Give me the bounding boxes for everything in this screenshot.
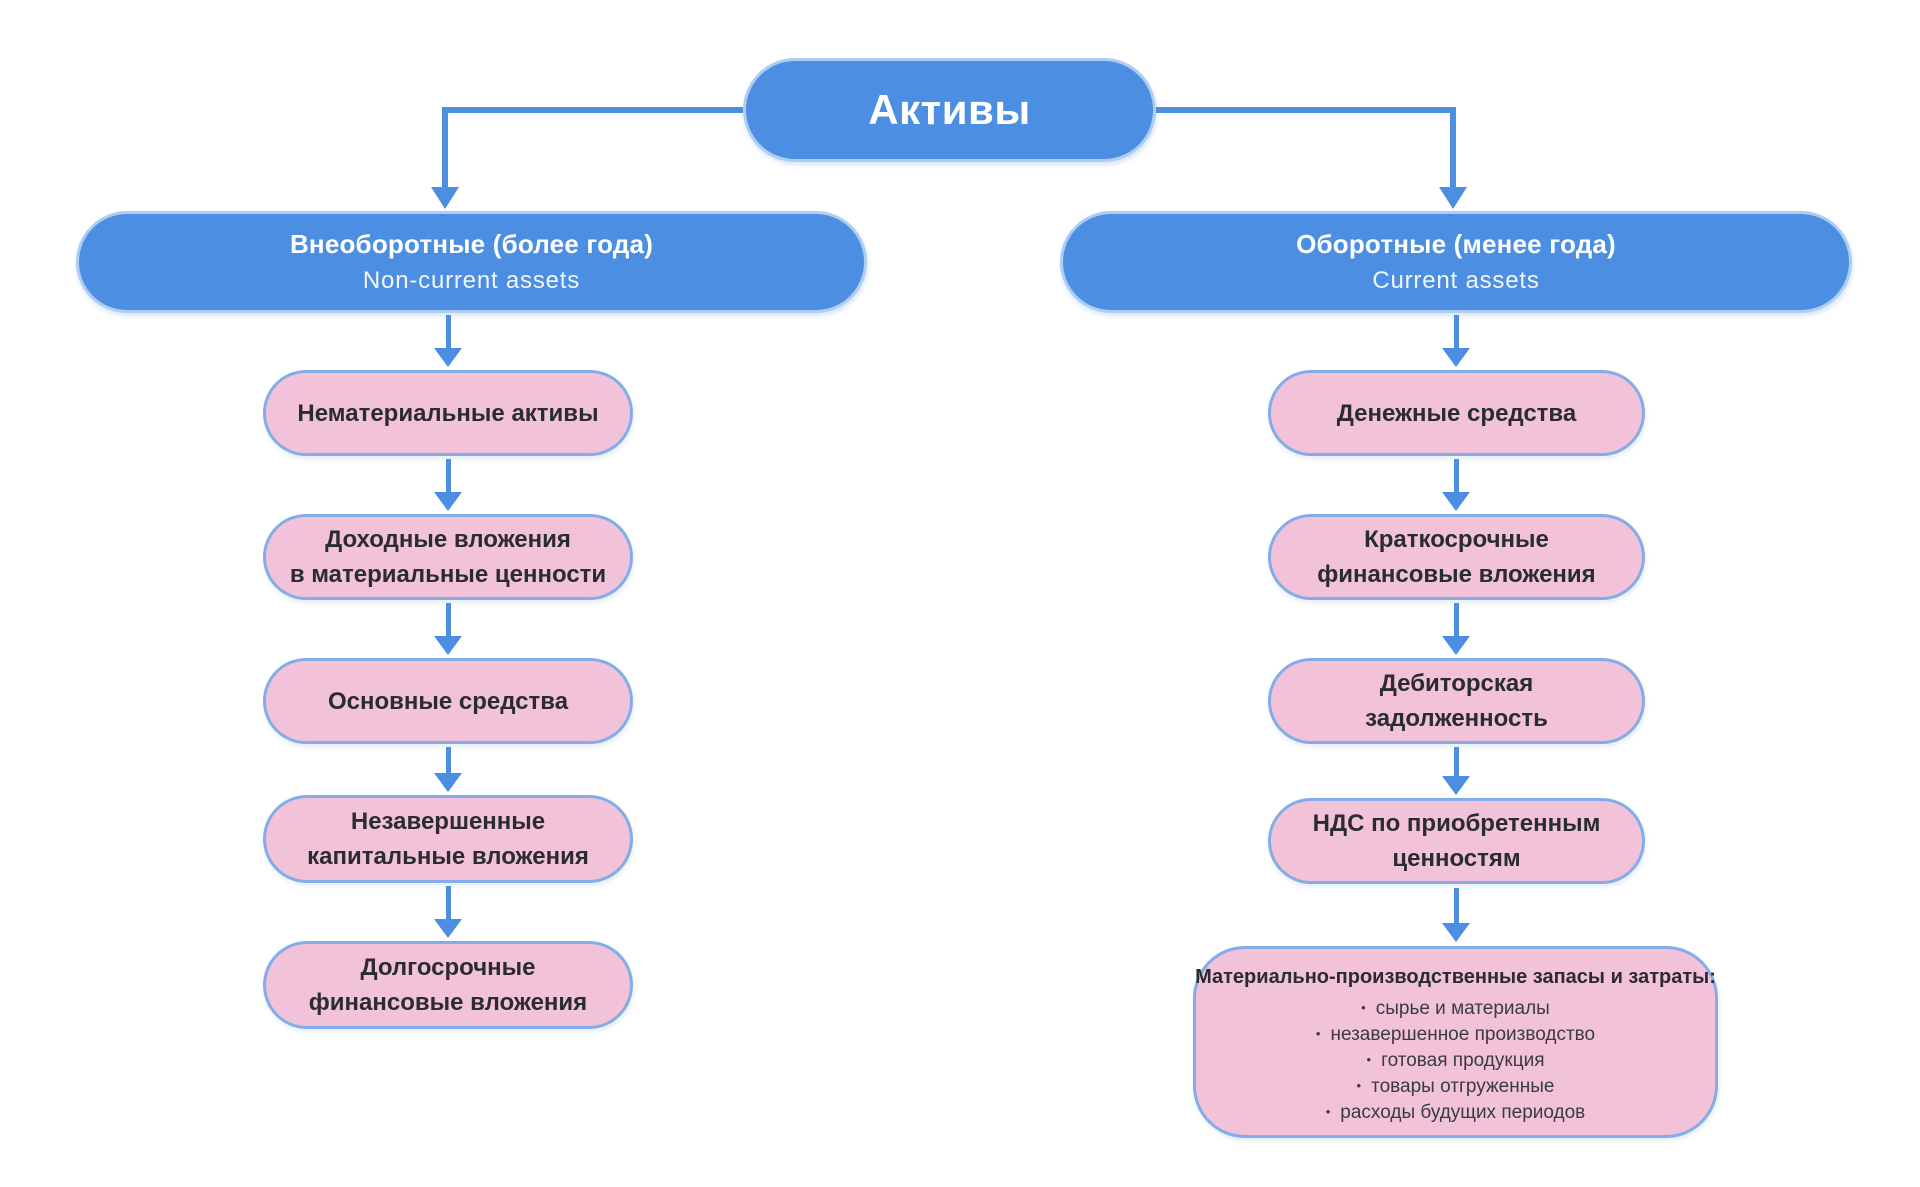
- arrow-shaft: [1453, 315, 1459, 348]
- arrow-down: [434, 315, 462, 367]
- arrow-down: [1442, 459, 1470, 511]
- node-income-investments: Доходные вложения в материальные ценност…: [263, 514, 633, 600]
- node-label-line: НДС по приобретенным: [1312, 810, 1601, 837]
- node-accounts-receivable: Дебиторская задолженность: [1268, 658, 1645, 744]
- node-noncurrent-assets: Внеоборотные (более года) Non-current as…: [76, 211, 867, 313]
- arrow-shaft: [445, 747, 451, 773]
- arrow-head-icon: [1442, 923, 1470, 942]
- arrow-head-icon: [434, 492, 462, 511]
- arrow-head-icon: [434, 636, 462, 655]
- arrow-shaft: [1453, 459, 1459, 492]
- bullet-item: сырье и материалы: [1361, 996, 1550, 1022]
- arrow-down: [434, 459, 462, 511]
- arrow-shaft: [1453, 747, 1459, 776]
- node-long-term-financial-investments: Долгосрочные финансовые вложения: [263, 941, 633, 1029]
- node-cash: Денежные средства: [1268, 370, 1645, 456]
- arrow-head-icon: [1442, 492, 1470, 511]
- arrow-head-icon: [434, 348, 462, 367]
- bullet-item: товары отгруженные: [1357, 1074, 1554, 1100]
- arrow-down: [1442, 747, 1470, 795]
- arrow-shaft: [1453, 603, 1459, 636]
- arrowhead-right-icon: [1439, 187, 1467, 209]
- arrow-down: [434, 886, 462, 938]
- node-label-line: Доходные вложения: [325, 526, 571, 553]
- node-subtitle: Current assets: [1372, 267, 1540, 294]
- arrow-down: [1442, 603, 1470, 655]
- arrow-head-icon: [1442, 636, 1470, 655]
- arrow-head-icon: [1442, 776, 1470, 795]
- bullet-list: сырье и материалынезавершенное производс…: [1316, 996, 1595, 1126]
- arrow-shaft: [445, 603, 451, 636]
- node-label-line: Дебиторская: [1379, 670, 1534, 697]
- node-label-line: ценностям: [1392, 845, 1521, 872]
- arrow-shaft: [445, 315, 451, 348]
- arrow-down: [1442, 315, 1470, 367]
- arrow-head-icon: [434, 773, 462, 792]
- node-label-line: Основные средства: [327, 687, 569, 715]
- node-subtitle: Non-current assets: [362, 267, 581, 294]
- arrowhead-left-icon: [431, 187, 459, 209]
- node-current-assets: Оборотные (менее года) Current assets: [1060, 211, 1852, 313]
- node-label-line: финансовые вложения: [1317, 561, 1596, 588]
- arrow-down: [434, 747, 462, 792]
- node-fixed-assets: Основные средства: [263, 658, 633, 744]
- bullet-item: расходы будущих периодов: [1326, 1100, 1585, 1126]
- arrow-down: [434, 603, 462, 655]
- connector-right: [1156, 107, 1456, 188]
- arrow-shaft: [1453, 888, 1459, 923]
- node-unfinished-capital-investments: Незавершенные капитальные вложения: [263, 795, 633, 883]
- node-title: Внеоборотные (более года): [289, 229, 654, 259]
- node-label-line: задолженность: [1365, 705, 1548, 732]
- node-label-line: Долгосрочные: [360, 954, 536, 981]
- arrow-shaft: [445, 886, 451, 919]
- bullet-item: готовая продукция: [1367, 1048, 1544, 1074]
- node-short-term-financial-investments: Краткосрочные финансовые вложения: [1268, 514, 1645, 600]
- node-label-line: капитальные вложения: [307, 843, 589, 870]
- node-label-line: Незавершенные: [350, 808, 546, 835]
- arrow-down: [1442, 888, 1470, 942]
- node-label-line: финансовые вложения: [308, 989, 588, 1016]
- node-label-line: в материальные ценности: [289, 561, 607, 588]
- arrow-shaft: [445, 459, 451, 492]
- node-label-line: Денежные средства: [1336, 399, 1577, 427]
- node-vat-on-purchases: НДС по приобретенным ценностям: [1268, 798, 1645, 884]
- node-intangible-assets: Нематериальные активы: [263, 370, 633, 456]
- node-label: Активы: [868, 86, 1031, 133]
- arrow-head-icon: [1442, 348, 1470, 367]
- node-label-line: Нематериальные активы: [297, 399, 599, 427]
- node-label-line: Краткосрочные: [1364, 526, 1549, 553]
- node-title: Материально-производственные запасы и за…: [1195, 966, 1716, 988]
- arrow-head-icon: [434, 919, 462, 938]
- bullet-item: незавершенное производство: [1316, 1022, 1595, 1048]
- connector-left: [442, 107, 743, 188]
- node-inventory-and-costs: Материально-производственные запасы и за…: [1193, 946, 1718, 1138]
- node-assets-root: Активы: [743, 58, 1156, 162]
- node-title: Оборотные (менее года): [1296, 229, 1616, 259]
